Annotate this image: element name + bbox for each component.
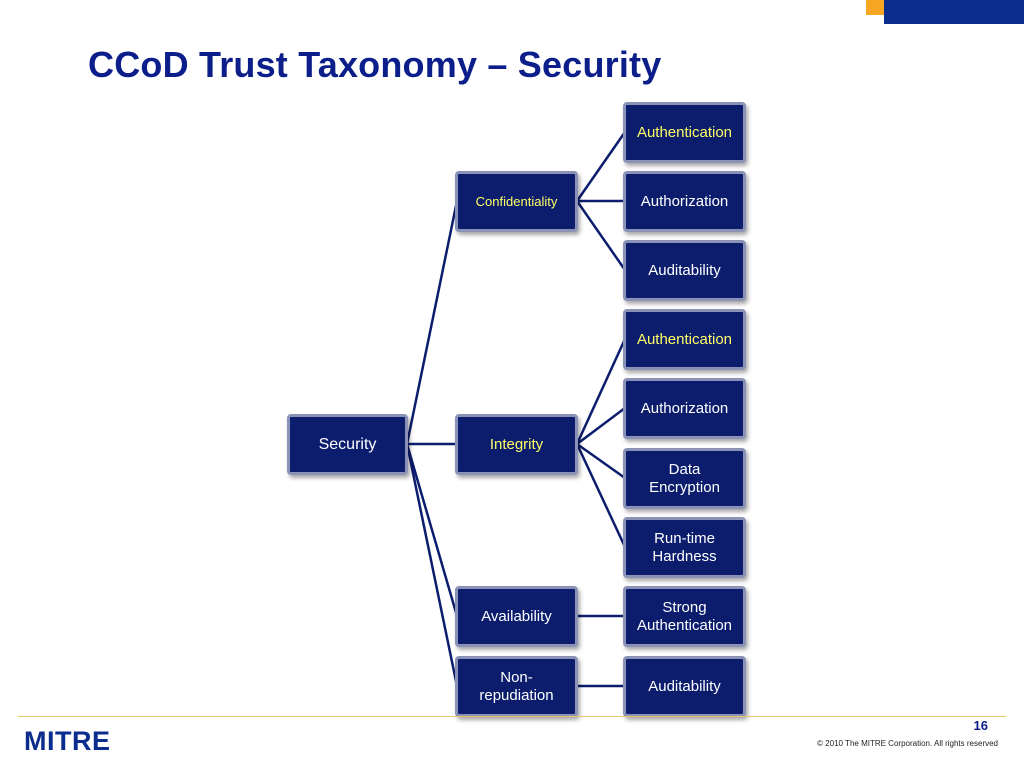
node-confidentiality-authorization: Authorization — [623, 171, 746, 232]
connector-confidentiality-authentication — [575, 130, 627, 203]
connector-root-nonrepudiation — [405, 442, 459, 688]
node-integrity: Integrity — [455, 414, 578, 475]
node-integrity-data-encryption: Data Encryption — [623, 448, 746, 509]
copyright-notice: © 2010 The MITRE Corporation. All rights… — [817, 739, 998, 748]
node-integrity-authorization: Authorization — [623, 378, 746, 439]
node-confidentiality-auditability: Auditability — [623, 240, 746, 301]
connector-root-confidentiality — [405, 199, 459, 446]
mitre-logo: MITRE — [24, 726, 111, 756]
page-number: 16 — [973, 718, 988, 733]
connector-root-availability — [405, 442, 459, 618]
connector-confidentiality-auditability — [575, 199, 627, 272]
connector-integrity-authentication — [575, 337, 627, 446]
node-security: Security — [287, 414, 408, 475]
connector-integrity-authorization — [575, 406, 627, 446]
node-availability: Availability — [455, 586, 578, 647]
node-non-repudiation: Non- repudiation — [455, 656, 578, 717]
node-non-repudiation-auditability: Auditability — [623, 656, 746, 717]
node-confidentiality: Confidentiality — [455, 171, 578, 232]
header-accent-blue — [884, 0, 1024, 24]
slide-title: CCoD Trust Taxonomy – Security — [88, 44, 662, 85]
connector-integrity-data-encryption — [575, 442, 627, 480]
header-accent-orange — [866, 0, 884, 15]
node-integrity-authentication: Authentication — [623, 309, 746, 370]
node-confidentiality-authentication: Authentication — [623, 102, 746, 163]
node-integrity-runtime-hardness: Run-time Hardness — [623, 517, 746, 578]
node-availability-strong-authentication: Strong Authentication — [623, 586, 746, 647]
connector-integrity-runtime-hardness — [575, 442, 627, 549]
footer-divider — [18, 716, 1006, 717]
